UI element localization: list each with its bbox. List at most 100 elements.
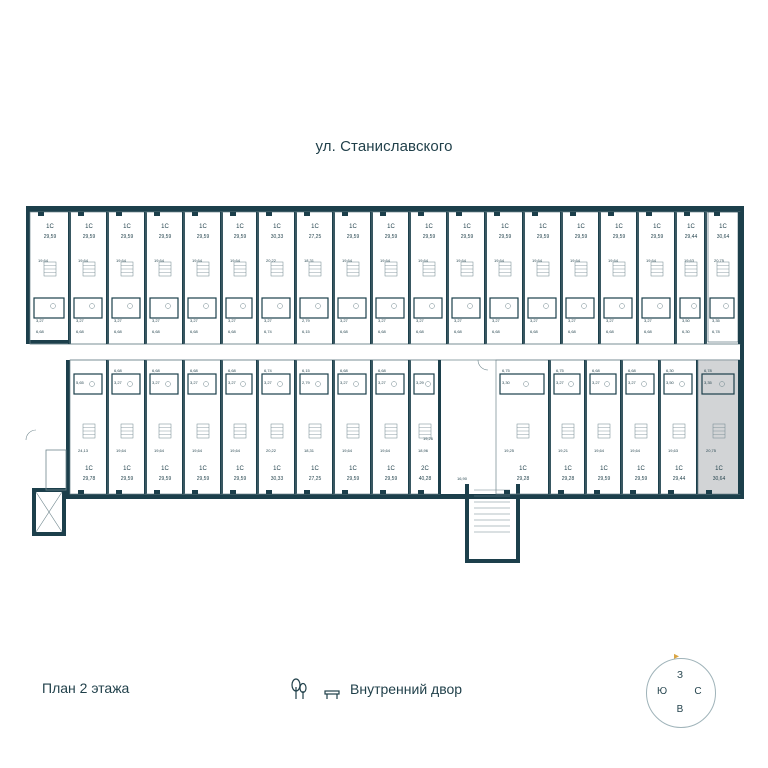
bathroom: [149, 373, 179, 395]
window-mark: [668, 490, 674, 494]
apartment-type: 1С: [123, 224, 131, 230]
hall-area: 6,68: [340, 329, 349, 334]
apartment-area: 29,59: [635, 476, 648, 482]
apartment-outline: [675, 211, 707, 345]
room-area: 19,64: [78, 258, 89, 263]
room-area: 19,64: [532, 258, 543, 263]
hall-area: 6,68: [114, 329, 123, 334]
bathroom-area: 3,27: [152, 318, 161, 323]
toilet-icon: [723, 303, 729, 309]
bathroom: [709, 297, 735, 319]
apartment-area: 29,78: [83, 476, 96, 482]
partition-wall: [696, 360, 699, 494]
compass-icon: ▸ З Ю С В: [646, 651, 716, 728]
bathroom-area: 3,29: [416, 380, 425, 385]
selected-apartment-fill: [698, 360, 740, 494]
window-mark: [570, 212, 576, 216]
hall-area: 6,68: [416, 329, 425, 334]
apartment-type: 1С: [615, 224, 623, 230]
bathroom: [553, 373, 581, 395]
toilet-icon: [691, 303, 697, 309]
toilet-icon: [505, 303, 511, 309]
bathroom: [299, 297, 329, 319]
room-area: 19,63: [684, 258, 695, 263]
toilet-icon: [429, 303, 435, 309]
bathroom: [603, 297, 633, 319]
window-mark: [266, 490, 272, 494]
window-mark: [230, 212, 236, 216]
partition-wall: [584, 360, 587, 494]
apartment-area: 29,59: [461, 234, 474, 240]
toilet-icon: [89, 303, 95, 309]
room-area: 20,22: [266, 448, 277, 453]
apartment-outline: [29, 211, 71, 345]
bathroom: [375, 297, 405, 319]
hall-area: 6,68: [114, 368, 123, 373]
apartment-outline: [257, 211, 297, 345]
bathroom-area: 3,27: [568, 318, 577, 323]
bathroom: [73, 297, 103, 319]
apartment-type: 1С: [637, 466, 645, 472]
room-area: 19,64: [630, 448, 641, 453]
toilet-icon: [543, 303, 549, 309]
apartment-type: 1С: [539, 224, 547, 230]
apartment-outline: [637, 211, 677, 345]
window-mark: [380, 212, 386, 216]
partition-wall: [106, 212, 109, 344]
room-area: 19,64: [154, 448, 165, 453]
partition-wall: [598, 212, 601, 344]
partition-wall: [220, 212, 223, 344]
partition-wall: [446, 212, 449, 344]
window-mark: [154, 490, 160, 494]
hall-area: 6,74: [264, 368, 273, 373]
partition-wall: [738, 360, 741, 494]
apartment-type: 1С: [425, 224, 433, 230]
window-mark: [714, 212, 720, 216]
stair-wall-bottom: [465, 559, 520, 563]
room-area: 19,64: [154, 258, 165, 263]
hall-area: 6,68: [492, 329, 501, 334]
window-mark: [342, 212, 348, 216]
bathroom-area: 3,27: [628, 380, 637, 385]
apartment-outline: [705, 211, 741, 345]
hall-area: 6,68: [228, 329, 237, 334]
partition-wall: [522, 212, 525, 344]
hall-area: 6,74: [264, 329, 273, 334]
toilet-icon: [619, 303, 625, 309]
apartment-area: 29,59: [234, 476, 247, 482]
apartment-area: 29,59: [159, 234, 172, 240]
compass-north: З: [676, 670, 684, 681]
bathroom: [149, 297, 179, 319]
bathroom: [337, 297, 367, 319]
apartment-type: 1С: [236, 224, 244, 230]
bathroom-area: 3,30: [502, 380, 511, 385]
room-area: 19,63: [668, 448, 679, 453]
door-arc: [25, 429, 37, 441]
toilet-icon: [240, 303, 246, 309]
west-wall-top: [26, 206, 30, 344]
partition-wall: [484, 212, 487, 344]
bathroom: [111, 373, 141, 395]
partition-wall: [370, 360, 373, 494]
bathroom: [641, 297, 671, 319]
room-area: 19,64: [380, 448, 391, 453]
hall-area: 6,68: [36, 329, 45, 334]
room-area: 19,64: [38, 258, 49, 263]
toilet-icon: [353, 381, 359, 387]
bathroom: [451, 297, 481, 319]
apartment-type: 1С: [311, 224, 319, 230]
stair-wall-right: [516, 484, 520, 562]
apartment-area: 29,59: [385, 234, 398, 240]
room-area: 19,64: [456, 258, 467, 263]
corner-apartment-outline: [707, 211, 739, 343]
apartment-area: 30,64: [717, 234, 730, 240]
